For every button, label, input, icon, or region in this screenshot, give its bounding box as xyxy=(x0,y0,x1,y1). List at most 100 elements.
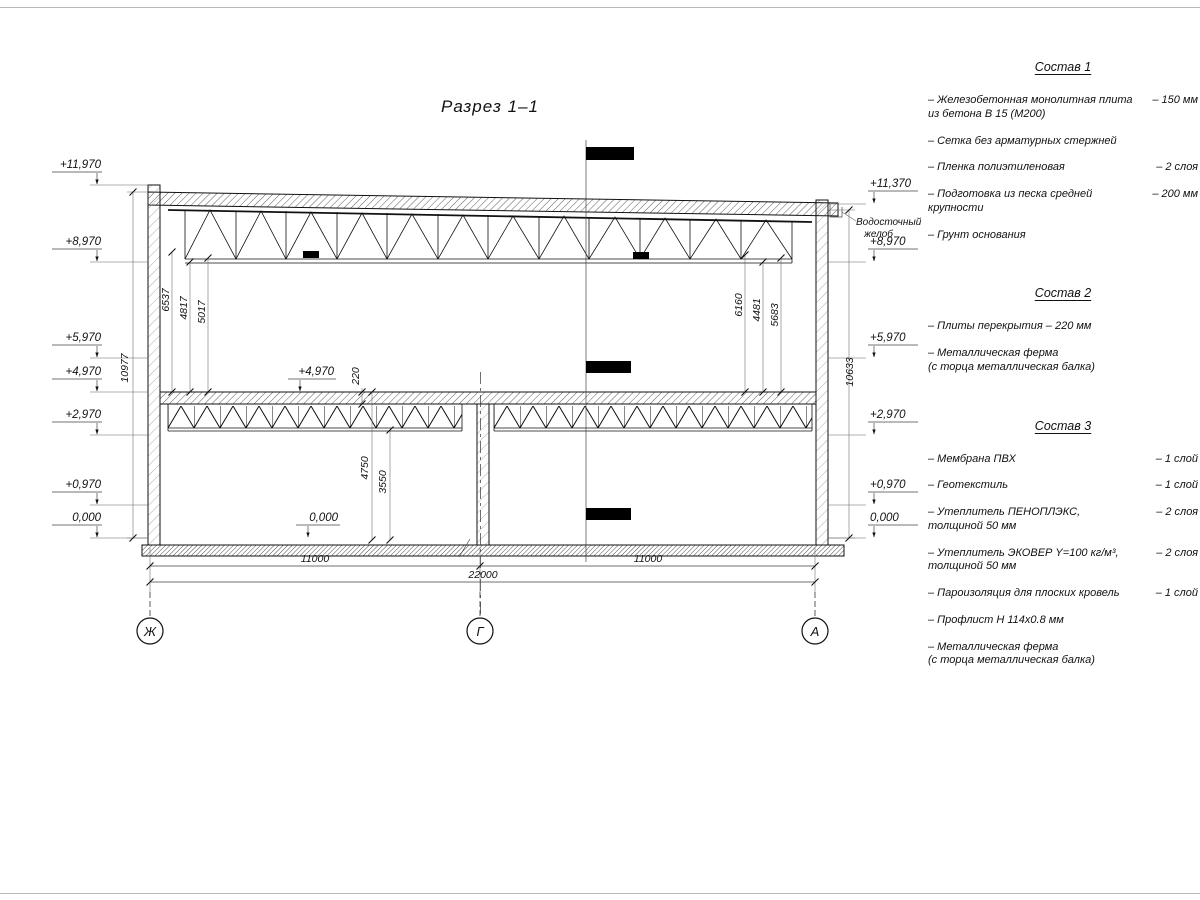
foundation-slab xyxy=(141,544,845,557)
elevation-mark: +11,970 xyxy=(52,159,148,186)
elevation-label: +2,970 xyxy=(66,409,102,421)
sheet-top-border xyxy=(0,7,1200,8)
dim-label: 22000 xyxy=(467,569,497,581)
note-value: – 150 мм xyxy=(1152,94,1198,106)
dim-ticks xyxy=(845,206,853,542)
axis-label: Ж xyxy=(143,624,157,639)
dim-lines xyxy=(828,209,855,539)
elevation-label: 0,000 xyxy=(72,512,101,524)
beam-section-mark xyxy=(586,361,631,373)
axis-label: Г xyxy=(476,624,484,639)
dim-lines xyxy=(171,252,209,392)
note-text: – Пароизоляция для плоских кровель xyxy=(928,587,1120,599)
dim-label: 11000 xyxy=(301,553,330,565)
note-item: – Металлическая ферма (с торца металличе… xyxy=(928,347,1198,375)
elevation-label: +8,970 xyxy=(66,236,102,248)
dim-lines xyxy=(744,255,782,392)
note-item: – Утеплитель ЭКОВЕР Y=100 кг/м³, толщино… xyxy=(928,547,1198,575)
gutter-label: Водосточный xyxy=(856,217,922,228)
note-section-sostav-3: Состав 3 – Мембрана ПВХ – 1 слой – Геоте… xyxy=(928,419,1198,669)
note-text: – Мембрана ПВХ xyxy=(928,452,1016,465)
note-text: – Профлист Н 114х0.8 мм xyxy=(928,613,1064,626)
beam-section-mark xyxy=(303,251,319,258)
dim-lines xyxy=(150,565,815,583)
elevation-label: +8,970 xyxy=(870,236,906,248)
elevation-mark: +4,970 xyxy=(52,366,148,393)
note-item: – Геотекстиль – 1 слой xyxy=(928,479,1198,493)
note-section-sostav-1: Состав 1 – Железобетонная монолитная пли… xyxy=(928,60,1198,242)
dim-label: 4750 xyxy=(359,456,371,480)
gutter-callout: Водосточный желоб xyxy=(841,211,922,240)
elevation-label: +4,970 xyxy=(299,366,335,378)
sheet-bottom-border xyxy=(0,893,1200,894)
dim-outer-left: 10977 xyxy=(119,188,148,542)
truss-diagonals xyxy=(184,209,793,260)
elevation-mark: +5,970 xyxy=(828,332,918,359)
roof-truss xyxy=(167,209,813,264)
note-item: – Плиты перекрытия – 220 мм xyxy=(928,320,1198,334)
note-title: Состав 3 xyxy=(1034,418,1092,433)
dim-lines xyxy=(127,191,148,539)
dim-label: 11000 xyxy=(634,553,663,565)
dim-ticks xyxy=(168,248,212,396)
truss-top-chord xyxy=(167,209,813,223)
note-value: – 2 слоя xyxy=(1156,161,1198,174)
elevation-mark: 0,000 xyxy=(296,512,340,538)
elevation-mark: +5,970 xyxy=(52,332,148,359)
center-beam-line xyxy=(585,140,634,562)
elevation-mark: +11,370 xyxy=(828,178,918,205)
elevation-marks-left: +11,970 +8,970 +5,970 +4,970 xyxy=(52,159,148,539)
floor-truss-left xyxy=(168,406,462,428)
dim-ticks xyxy=(129,188,137,542)
elevation-label: +4,970 xyxy=(66,366,102,378)
note-value: – 2 слоя xyxy=(1156,506,1198,518)
drawing-title: Разрез 1–1 xyxy=(441,97,539,116)
elevation-mark: +4,970 xyxy=(288,366,336,392)
elevation-mark: +8,970 xyxy=(828,236,918,263)
elevation-label: 0,000 xyxy=(309,512,338,524)
beam-section-mark xyxy=(586,508,631,520)
note-section-sostav-2: Состав 2 – Плиты перекрытия – 220 мм – М… xyxy=(928,286,1198,374)
extension-lines xyxy=(149,548,816,592)
dim-label: 4817 xyxy=(178,295,190,320)
note-value: – 1 слой xyxy=(1155,587,1198,599)
dim-ticks xyxy=(358,388,394,544)
note-text: – Грунт основания xyxy=(928,228,1026,241)
elevation-mark: +8,970 xyxy=(52,236,148,263)
elevation-label: +11,370 xyxy=(870,178,912,190)
truss-verticals xyxy=(184,210,793,263)
dim-ticks xyxy=(146,562,819,586)
elevation-label: 0,000 xyxy=(870,512,899,524)
note-value: – 2 слоя xyxy=(1156,546,1198,559)
axis-extension-lines xyxy=(149,592,816,618)
note-value: – 1 слой xyxy=(1155,479,1198,492)
dim-label: 3550 xyxy=(377,470,389,494)
gutter-label: желоб xyxy=(863,228,893,240)
dim-group-right: 6160 4481 5683 xyxy=(733,251,785,396)
dim-label: 220 xyxy=(350,367,362,386)
note-item: – Пароизоляция для плоских кровель – 1 с… xyxy=(928,587,1198,601)
note-text: – Плиты перекрытия – 220 мм xyxy=(928,320,1092,333)
note-text: – Сетка без арматурных стержней xyxy=(928,134,1117,147)
note-item: – Железобетонная монолитная плита из бет… xyxy=(928,94,1198,122)
floor-slab xyxy=(159,391,817,405)
right-wall xyxy=(815,199,829,546)
note-item: – Сетка без арматурных стержней xyxy=(928,135,1198,149)
dim-lines xyxy=(361,388,391,540)
note-item: – Грунт основания xyxy=(928,229,1198,243)
note-text: – Подготовка из песка средней крупности xyxy=(928,188,1093,214)
note-item: – Металлическая ферма (с торца металличе… xyxy=(928,641,1198,669)
break-mark xyxy=(458,538,471,558)
elevation-label: +5,970 xyxy=(870,332,906,344)
note-text: – Геотекстиль xyxy=(928,479,1009,492)
elevation-mark: 0,000 xyxy=(52,512,148,539)
axis-bubble xyxy=(136,617,164,645)
note-item: – Профлист Н 114х0.8 мм xyxy=(928,614,1198,628)
dim-bottom: 11000 11000 22000 xyxy=(146,548,819,618)
elevation-label: +2,970 xyxy=(870,409,906,421)
note-text: – Металлическая ферма (с торца металличе… xyxy=(928,640,1095,667)
axis-bubble xyxy=(801,617,829,645)
note-item: – Пленка полиэтиленовая – 2 слоя xyxy=(928,161,1198,175)
note-text: – Металлическая ферма (с торца металличе… xyxy=(928,347,1095,373)
